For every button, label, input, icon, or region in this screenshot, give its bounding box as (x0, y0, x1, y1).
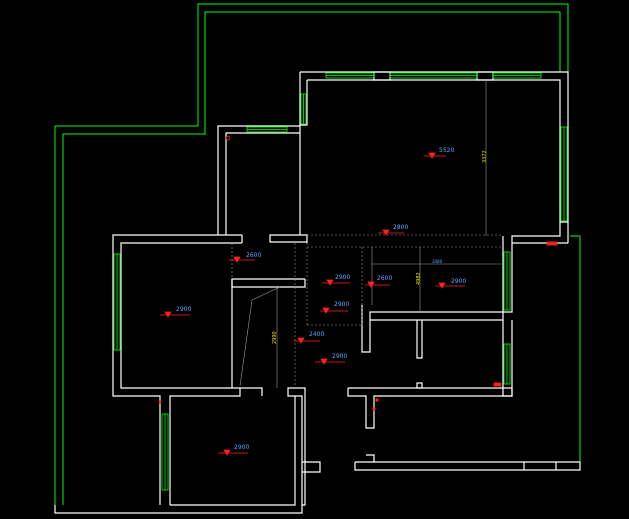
wall-master-south (269, 234, 308, 243)
window-kitchen-east (503, 251, 511, 311)
vertical-dimension-labels: 3372 4982 2990 (272, 150, 488, 344)
site-boundary (54, 3, 581, 505)
wall-south-main (354, 461, 581, 471)
wall-south-right (302, 461, 321, 473)
elevation-marker-icon (294, 337, 320, 344)
elevation-marker-icon (320, 307, 348, 314)
window-bottom-bedroom (161, 413, 169, 491)
site-boundary-right (570, 235, 581, 468)
wall-master-east-jog (511, 222, 568, 244)
elevation-marker-icon (322, 279, 350, 286)
wall-bottom-bedroom-inner (170, 396, 296, 506)
label-master-bedroom: 5520 (439, 147, 454, 154)
window-dining-east (503, 343, 511, 385)
label-bottom-bedroom: 2900 (234, 444, 249, 451)
label-master-side: 3372 (482, 150, 488, 163)
wall-pier-small (416, 382, 423, 389)
window-master-b (389, 72, 478, 79)
label-kitchen-width: 3480 (432, 259, 443, 264)
wall-bottom-bedroom (54, 387, 306, 514)
wall-kitchen-top (361, 236, 504, 353)
label-mid-wall: 4982 (416, 272, 422, 285)
label-living-top: 2800 (393, 224, 408, 231)
wall-kitchen-pier (416, 320, 423, 359)
label-kitchen: 2900 (451, 278, 466, 285)
label-corridor-lower: 2400 (309, 331, 324, 338)
wall-master-bedroom (300, 71, 569, 243)
outlet-marker (372, 407, 376, 411)
site-boundary-inner (62, 11, 561, 505)
wall-master-window-jamb-b (476, 71, 494, 81)
window-master-a (325, 72, 375, 79)
aux-door-swing (239, 299, 253, 387)
wall-master-bedroom-inner (307, 79, 568, 223)
elevation-marker-icon (315, 358, 345, 365)
outlet-marker (375, 398, 379, 402)
elevation-marker-icon (435, 282, 465, 289)
aux-door-swing-2 (251, 286, 281, 301)
wall-south-pillar (366, 454, 375, 462)
elevation-marker-icon (229, 256, 255, 263)
elevation-marker-icon (218, 449, 248, 456)
wall-dining-bottom (347, 387, 513, 429)
label-hall-lower: 2900 (334, 301, 349, 308)
label-hall-center-right: 2600 (377, 275, 392, 282)
outlet-marker (225, 135, 231, 141)
elevation-marker-icon (378, 229, 404, 236)
markers (158, 135, 558, 456)
outlet-marker (158, 400, 162, 404)
auxiliary-lines (231, 80, 503, 388)
wall-left-bedroom-bottom (232, 387, 263, 396)
wall-bathroom (217, 125, 301, 235)
wall-left-bedroom-east (169, 388, 241, 505)
elevation-marker-icon (160, 311, 190, 318)
dimension-labels: 5520 2800 2600 2900 2600 2900 2900 2900 … (176, 147, 466, 451)
site-boundary-outer (54, 3, 569, 505)
window-left-bedroom (113, 253, 121, 351)
window-master-east (560, 126, 568, 222)
label-corridor-left: 2600 (246, 252, 261, 259)
label-corridor-wall: 2990 (272, 331, 278, 344)
window-bathroom (246, 126, 288, 133)
label-hall-bottom: 2900 (332, 353, 347, 360)
wall-master-window-jamb-a (373, 71, 391, 81)
wall-left-bedroom-inner (120, 242, 305, 389)
walls (54, 71, 581, 514)
windows (113, 72, 568, 491)
wall-kitchen-mid (370, 312, 504, 321)
window-master-c (492, 72, 542, 79)
wall-left-bedroom-outer (112, 234, 242, 505)
wall-master-west (299, 72, 308, 126)
elevation-marker-icon (365, 281, 390, 288)
label-left-bedroom: 2900 (176, 306, 191, 313)
wall-kitchen-inner (503, 243, 513, 313)
elevation-marker-icon (424, 152, 446, 159)
outlet-marker (546, 241, 558, 246)
outlet-marker (493, 382, 502, 387)
label-hall-center: 2900 (335, 274, 350, 281)
wall-corridor-stub (231, 279, 306, 288)
window-master-west (300, 93, 307, 125)
